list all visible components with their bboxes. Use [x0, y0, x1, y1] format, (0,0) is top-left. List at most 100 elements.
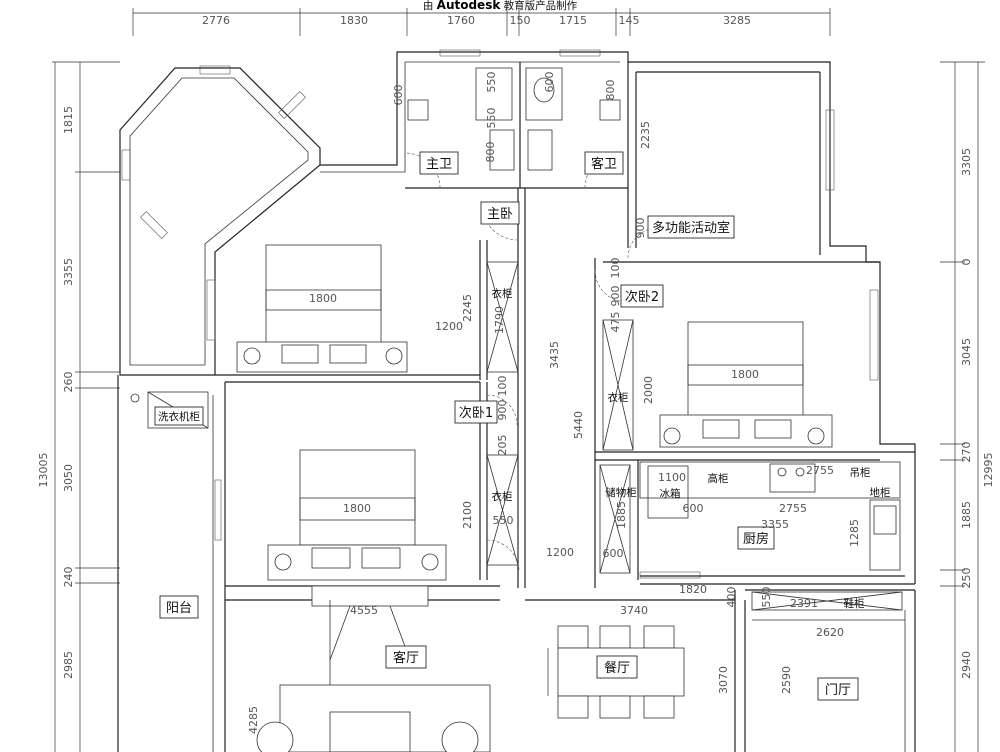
dim-2245: 2245 [461, 294, 474, 322]
label-fridge: 冰箱 [660, 487, 681, 500]
dim-right-6: 250 [960, 568, 973, 589]
room-multi-purpose: 多功能活动室 [652, 220, 730, 236]
label-wardrobe-1: 衣柜 [492, 287, 513, 300]
master-bed [236, 244, 408, 373]
dim-left-2: 3355 [62, 258, 75, 286]
dim-205: 205 [496, 435, 509, 456]
label-wardrobe-2: 衣柜 [492, 490, 513, 503]
room-master-bath: 主卫 [426, 157, 452, 172]
dim-100a: 100 [609, 258, 622, 279]
dim-900c: 900 [609, 286, 622, 307]
label-shoe-cabinet: 鞋柜 [844, 597, 865, 610]
dim-1790: 1790 [493, 306, 506, 334]
label-wardrobe-3: 衣柜 [608, 391, 629, 404]
dim-600c: 600 [683, 502, 704, 515]
room-dining: 餐厅 [604, 660, 630, 676]
room-kitchen: 厨房 [743, 531, 769, 547]
windows [121, 49, 879, 579]
dim-top-4: 150 [510, 14, 531, 27]
header-title: 由 Autodesk 教育版产品制作 [423, 0, 578, 12]
dim-600d: 600 [603, 547, 624, 560]
room-labels: 主卫 客卫 主卧 多功能活动室 次卧2 次卧1 洗衣机柜 厨房 阳台 客厅 餐厅… [154, 151, 891, 701]
bed1-bed [267, 449, 447, 581]
dim-right-1: 3305 [960, 148, 973, 176]
dim-right-5: 1885 [960, 501, 973, 529]
dim-1100: 1100 [658, 471, 686, 484]
dim-2000: 2000 [642, 376, 655, 404]
room-master-bedroom: 主卧 [487, 207, 513, 222]
dim-1820: 1820 [679, 583, 707, 596]
dim-4285: 4285 [247, 706, 260, 734]
dim-550b: 550 [485, 108, 498, 129]
dim-2755b: 2755 [779, 502, 807, 515]
room-foyer: 门厅 [825, 683, 851, 698]
shoe-cabinet [751, 591, 903, 611]
dim-left-4: 3050 [62, 464, 75, 492]
dim-5440: 5440 [572, 411, 585, 439]
dim-600b: 600 [543, 72, 556, 93]
dim-2755a: 2755 [806, 464, 834, 477]
dim-3740: 3740 [620, 604, 648, 617]
dim-1200a: 1200 [435, 320, 463, 333]
dim-1200b: 1200 [546, 546, 574, 559]
room-guest-bath: 客卫 [591, 156, 617, 172]
dim-left-5: 240 [62, 567, 75, 588]
right-dimension-chain: 3305 0 3045 270 1885 250 2940 12995 [940, 61, 995, 752]
dim-3355: 3355 [761, 518, 789, 531]
dim-2620: 2620 [816, 626, 844, 639]
label-tall-cabinet: 高柜 [708, 472, 729, 485]
label-laundry: 洗衣机柜 [158, 410, 200, 423]
dim-2590: 2590 [780, 666, 793, 694]
dim-550d: 550 [760, 587, 773, 608]
room-bedroom-1: 次卧1 [459, 405, 493, 421]
dim-1285: 1285 [848, 519, 861, 547]
dim-550a: 550 [485, 72, 498, 93]
dim-left-3: 260 [62, 372, 75, 393]
bed2-bed [659, 321, 833, 448]
dim-left-total: 13005 [37, 453, 50, 488]
room-balcony: 阳台 [166, 601, 192, 616]
room-bedroom-2: 次卧2 [625, 289, 659, 305]
label-wall-cabinet: 吊柜 [850, 466, 871, 479]
dim-475: 475 [609, 312, 622, 333]
dim-1800c: 1800 [343, 502, 371, 515]
dim-1800a: 1800 [309, 292, 337, 305]
kitchen-fixtures [639, 461, 901, 571]
dim-2100: 2100 [461, 501, 474, 529]
dim-right-3: 3045 [960, 338, 973, 366]
dim-top-5: 1715 [559, 14, 587, 27]
dim-100b: 100 [496, 376, 509, 397]
dim-2235: 2235 [639, 121, 652, 149]
dim-top-3: 1760 [447, 14, 475, 27]
inner-dimensions: 600 550 550 800 600 800 2235 900 1800 22… [247, 72, 861, 735]
room-living: 客厅 [393, 650, 419, 666]
dim-400: 400 [725, 587, 738, 608]
dim-4555: 4555 [350, 604, 378, 617]
dim-900a: 900 [634, 218, 647, 239]
dim-top-1: 2776 [202, 14, 230, 27]
wardrobes [486, 261, 634, 574]
dim-550c: 550 [493, 514, 514, 527]
dim-top-7: 3285 [723, 14, 751, 27]
dim-left-6: 2985 [62, 651, 75, 679]
dim-1885: 1885 [615, 501, 628, 529]
dim-2391: 2391 [790, 597, 818, 610]
dim-right-total: 12995 [982, 453, 995, 488]
bath-fixtures [407, 67, 621, 171]
dim-900d: 900 [496, 400, 509, 421]
dim-3070: 3070 [717, 666, 730, 694]
dim-right-2: 0 [960, 259, 973, 266]
left-dimension-chain: 1815 3355 260 3050 240 2985 13005 [37, 61, 120, 752]
top-dimension-chain: 2776 1830 1760 150 1715 145 3285 [132, 8, 831, 36]
label-floor-cabinet: 地柜 [870, 486, 891, 499]
dim-600a: 600 [392, 85, 405, 106]
dim-3435: 3435 [548, 341, 561, 369]
dim-top-2: 1830 [340, 14, 368, 27]
dim-top-6: 145 [619, 14, 640, 27]
dim-1800b: 1800 [731, 368, 759, 381]
dim-800b: 800 [604, 80, 617, 101]
dim-right-7: 2940 [960, 651, 973, 679]
dim-800a: 800 [484, 142, 497, 163]
label-storage: 储物柜 [605, 486, 637, 499]
